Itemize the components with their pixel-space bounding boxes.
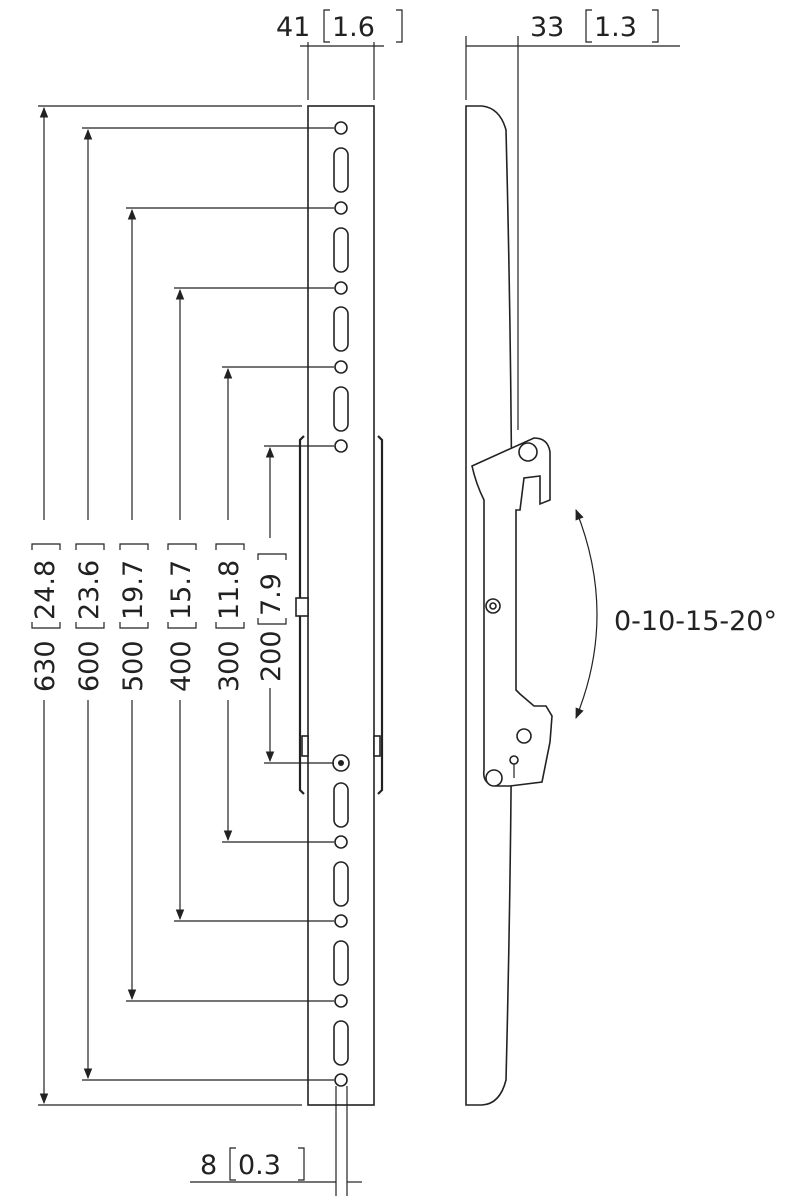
mount-slot xyxy=(333,147,349,193)
tilt-range-label: 0-10-15-20° xyxy=(614,606,777,637)
slot-width-mm: 8 xyxy=(200,1150,217,1181)
mount-slot xyxy=(333,1020,349,1066)
height-600-mm: 600 xyxy=(74,640,105,692)
rail-holes xyxy=(332,121,350,1087)
pivot-hole xyxy=(516,728,532,744)
mount-hole xyxy=(334,439,348,453)
height-630-in: 24.8 xyxy=(30,560,61,620)
rail-slots xyxy=(333,147,349,1066)
rail-width-dimension: 41 1.6 xyxy=(276,9,403,100)
mount-slot xyxy=(333,861,349,907)
mount-hole xyxy=(334,360,348,374)
slot-width-dimension: 8 0.3 xyxy=(190,1086,362,1196)
rail-width-mm: 41 xyxy=(276,12,310,43)
slot-width-in: 0.3 xyxy=(238,1150,281,1181)
height-400-in: 15.7 xyxy=(166,560,197,620)
mount-hole xyxy=(334,994,348,1008)
mount-hole xyxy=(334,281,348,295)
mount-slot xyxy=(333,940,349,986)
tilt-arc-arrow xyxy=(575,508,598,720)
mount-slot xyxy=(333,782,349,828)
mount-hole xyxy=(334,201,348,215)
front-view-rail xyxy=(295,105,384,1106)
height-300-mm: 300 xyxy=(214,640,245,692)
height-300-in: 11.8 xyxy=(214,560,245,620)
mount-hole xyxy=(334,835,348,849)
height-500-mm: 500 xyxy=(118,640,149,692)
tilt-bracket xyxy=(471,437,553,787)
mount-hole xyxy=(334,121,348,135)
locking-knob xyxy=(295,597,309,617)
height-600-in: 23.6 xyxy=(74,560,105,620)
mount-hole xyxy=(334,914,348,928)
rail-width-in: 1.6 xyxy=(332,12,375,43)
side-view: 33 1.3 0-10-15-20° xyxy=(465,9,777,1106)
depth-mm: 33 xyxy=(530,12,564,43)
mount-hole xyxy=(334,1073,348,1087)
mount-slot xyxy=(333,306,349,352)
height-500-in: 19.7 xyxy=(118,560,149,620)
mount-slot xyxy=(333,227,349,273)
height-200-in: 7.9 xyxy=(256,573,287,616)
height-200-mm: 200 xyxy=(256,630,287,682)
depth-in: 1.3 xyxy=(594,12,637,43)
pivot-hole xyxy=(518,442,538,462)
height-630-mm: 630 xyxy=(30,640,61,692)
height-400-mm: 400 xyxy=(166,640,197,692)
mount-slot xyxy=(333,386,349,432)
pivot-hole xyxy=(485,769,503,787)
height-dimensions: 630 24.8 600 23.6 500 19.7 400 15.7 300 … xyxy=(22,105,334,1106)
